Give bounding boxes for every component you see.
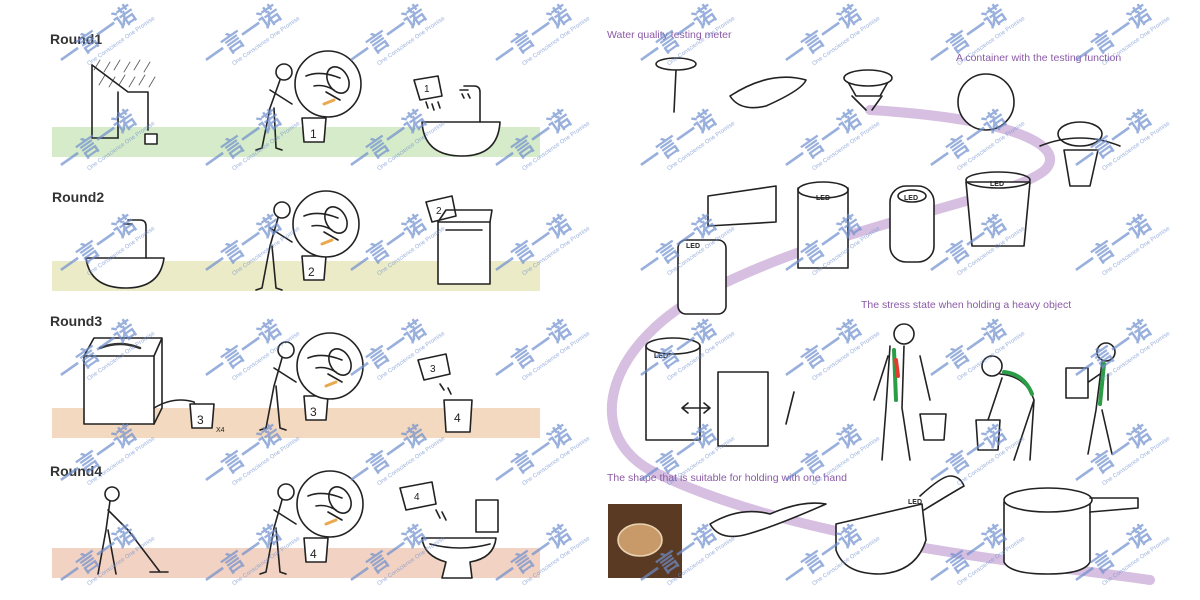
zoom-hand-bucket-icon — [294, 50, 362, 118]
container-icon — [957, 73, 1121, 187]
person-carrying-bucket-icon — [255, 63, 327, 151]
pot-icon — [835, 475, 965, 575]
led-label: LED — [990, 181, 1004, 188]
basin-faucet-icon — [421, 85, 501, 157]
step-number: 3 — [197, 413, 204, 427]
shape-caption: The shape that is suitable for holding w… — [607, 472, 847, 484]
pouring-bucket-icon — [399, 481, 447, 521]
container-caption: A container with the testing function — [956, 52, 1122, 64]
step-multiplier: X4 — [216, 427, 225, 434]
toilet-icon — [421, 499, 499, 579]
standing-person-icon — [873, 323, 947, 461]
ladle-icon — [709, 502, 827, 538]
step-number: 3 — [310, 405, 317, 419]
zoom-hand-bucket-icon — [292, 190, 360, 258]
round4-label: Round4 — [50, 463, 103, 479]
person-carrying-bucket-icon — [259, 483, 329, 575]
pouring-bucket-icon — [425, 195, 457, 223]
step-number: 4 — [414, 492, 420, 503]
round2-label: Round2 — [52, 189, 105, 205]
saucepan-icon — [1003, 487, 1139, 575]
round3-label: Round3 — [50, 313, 103, 329]
led-label: LED — [686, 243, 700, 250]
led-label: LED — [904, 195, 918, 202]
step-number: 4 — [310, 547, 317, 561]
pouring-bucket-icon — [413, 75, 443, 111]
holding-person-icon — [1065, 342, 1116, 455]
round1-label: Round1 — [50, 31, 103, 47]
right-drawings: LED LED LED LED LED LED — [606, 57, 1155, 585]
step-number: 2 — [436, 206, 442, 217]
led-label: LED — [816, 195, 830, 202]
building-gutter-icon — [91, 64, 158, 145]
bucket-icon — [189, 403, 215, 429]
water-meter-icon — [655, 57, 893, 113]
step-number: 4 — [454, 411, 461, 425]
container-icon — [707, 171, 1031, 269]
washing-machine-icon — [437, 209, 493, 285]
washing-machine-icon — [83, 337, 197, 425]
led-label: LED — [908, 499, 922, 506]
basin-faucet-icon — [85, 219, 165, 289]
zoom-hand-bucket-icon — [296, 470, 364, 538]
person-mopping-icon — [97, 486, 169, 575]
step-number: 2 — [308, 265, 315, 279]
meter-caption: Water quality testing meter — [607, 29, 732, 41]
step-number: 1 — [424, 84, 430, 95]
left-drawings: 1 1 2 2 3 X4 3 3 4 4 4 — [83, 50, 501, 579]
rain-icon — [93, 59, 156, 88]
step-number: 3 — [430, 364, 436, 375]
zoom-hand-bucket-icon — [296, 332, 364, 400]
step-number: 1 — [310, 127, 317, 141]
bowl-in-photo — [617, 523, 663, 557]
led-label: LED — [654, 353, 668, 360]
left-panel: Round1 Round2 Round3 Round4 — [0, 0, 580, 600]
stress-caption: The stress state when holding a heavy ob… — [861, 299, 1072, 311]
right-panel: LED LED LED LED LED LED Water quality te… — [590, 0, 1180, 600]
cylinder-container-icon — [645, 239, 795, 447]
bucket-icon — [443, 399, 473, 433]
pouring-bucket-icon — [417, 353, 452, 395]
bending-person-icon — [975, 355, 1035, 461]
